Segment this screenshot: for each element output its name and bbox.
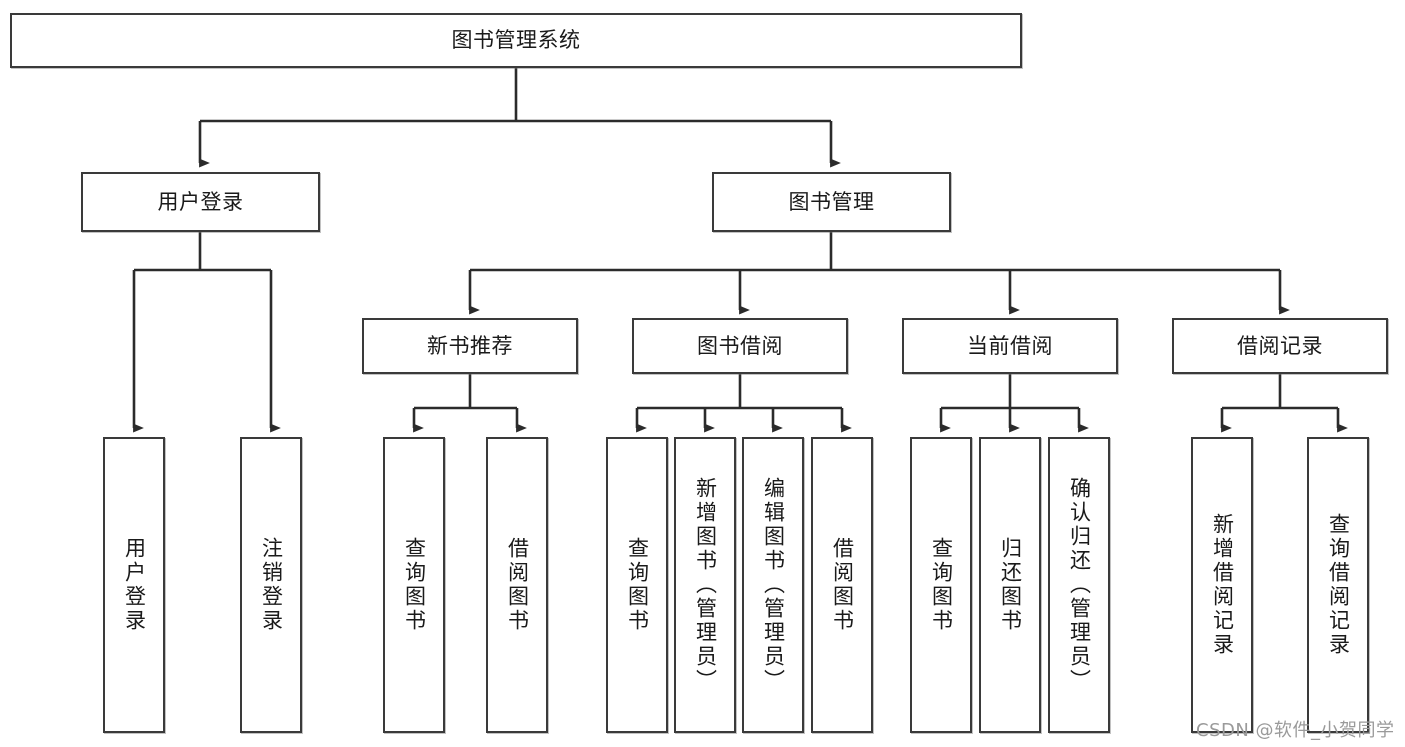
node-leaf-add-book-admin-label: 新增图书（管理员） (693, 477, 718, 693)
node-leaf-user-login[interactable]: 用户登录 (103, 437, 165, 733)
node-leaf-user-login-label: 用户登录 (122, 537, 147, 633)
node-leaf-add-book-admin[interactable]: 新增图书（管理员） (674, 437, 736, 733)
node-leaf-confirm-return-admin[interactable]: 确认归还（管理员） (1048, 437, 1110, 733)
node-leaf-return-book[interactable]: 归还图书 (979, 437, 1041, 733)
node-leaf-logout-login[interactable]: 注销登录 (240, 437, 302, 733)
node-leaf-query-book-2-label: 查询图书 (625, 537, 650, 633)
node-user-login[interactable]: 用户登录 (81, 172, 320, 232)
node-leaf-add-borrow-record[interactable]: 新增借阅记录 (1191, 437, 1253, 733)
node-leaf-add-borrow-record-label: 新增借阅记录 (1210, 513, 1235, 657)
node-leaf-query-book-1[interactable]: 查询图书 (383, 437, 445, 733)
node-leaf-edit-book-admin[interactable]: 编辑图书（管理员） (742, 437, 804, 733)
node-book-manage[interactable]: 图书管理 (712, 172, 951, 232)
node-leaf-borrow-book-1[interactable]: 借阅图书 (486, 437, 548, 733)
node-current-borrow-label: 当前借阅 (967, 333, 1053, 358)
node-new-book-recommend[interactable]: 新书推荐 (362, 318, 578, 374)
node-new-book-recommend-label: 新书推荐 (427, 333, 513, 358)
node-leaf-logout-login-label: 注销登录 (259, 537, 284, 633)
node-leaf-borrow-book-2-label: 借阅图书 (830, 537, 855, 633)
node-leaf-borrow-book-1-label: 借阅图书 (505, 537, 530, 633)
csdn-watermark: CSDN @软件_小贺同学 (1196, 720, 1395, 741)
node-current-borrow[interactable]: 当前借阅 (902, 318, 1118, 374)
node-leaf-query-book-3-label: 查询图书 (929, 537, 954, 633)
node-root-label: 图书管理系统 (451, 28, 581, 53)
node-leaf-query-book-3[interactable]: 查询图书 (910, 437, 972, 733)
node-leaf-borrow-book-2[interactable]: 借阅图书 (811, 437, 873, 733)
node-book-borrow[interactable]: 图书借阅 (632, 318, 848, 374)
node-borrow-record[interactable]: 借阅记录 (1172, 318, 1388, 374)
node-leaf-query-borrow-record-label: 查询借阅记录 (1326, 513, 1351, 657)
node-book-borrow-label: 图书借阅 (697, 333, 783, 358)
node-leaf-confirm-return-admin-label: 确认归还（管理员） (1067, 477, 1092, 693)
node-leaf-return-book-label: 归还图书 (998, 537, 1023, 633)
node-leaf-query-book-1-label: 查询图书 (402, 537, 427, 633)
node-leaf-query-borrow-record[interactable]: 查询借阅记录 (1307, 437, 1369, 733)
node-user-login-label: 用户登录 (157, 189, 244, 214)
node-borrow-record-label: 借阅记录 (1237, 333, 1323, 358)
node-leaf-query-book-2[interactable]: 查询图书 (606, 437, 668, 733)
node-leaf-edit-book-admin-label: 编辑图书（管理员） (761, 477, 786, 693)
node-root[interactable]: 图书管理系统 (10, 13, 1022, 68)
node-book-manage-label: 图书管理 (788, 189, 875, 214)
